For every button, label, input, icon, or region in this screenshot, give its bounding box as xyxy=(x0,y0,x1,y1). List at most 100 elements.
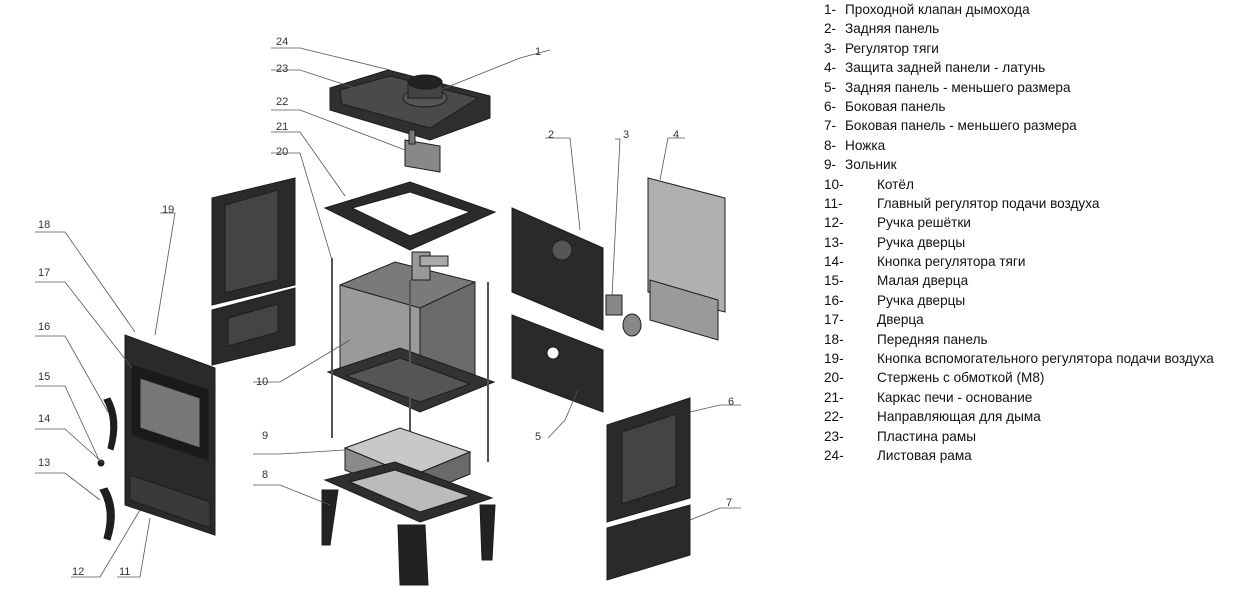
callout-8: 8 xyxy=(262,469,268,481)
legend-text: Кнопка вспомогательного регулятора подач… xyxy=(877,351,1214,367)
legend-item: 19-Кнопка вспомогательного регулятора по… xyxy=(824,349,1245,368)
legend-number: 4- xyxy=(824,60,837,76)
legend-text: Боковая панель - меньшего размера xyxy=(845,118,1077,134)
legend-number: 3- xyxy=(824,40,837,56)
legend-text: Ручка дверцы xyxy=(877,234,966,250)
legend-number: 15- xyxy=(824,273,844,289)
legend-item: 11- Главный регулятор подачи воздуха xyxy=(824,194,1245,213)
legend-number: 7- xyxy=(824,118,837,134)
callout-2: 2 xyxy=(548,129,554,141)
legend-text: Малая дверца xyxy=(877,273,969,289)
legend-text: Кнопка регулятора тяги xyxy=(877,254,1026,270)
legend-item: 2- Задняя панель xyxy=(824,19,1245,38)
legend-item: 3- Регулятор тяги xyxy=(824,39,1245,58)
legend-text: Ручка дверцы xyxy=(877,292,966,308)
legend-number: 17- xyxy=(824,312,844,328)
callout-1: 1 xyxy=(535,46,541,58)
callout-24: 24 xyxy=(276,36,288,48)
legend-text: Котёл xyxy=(877,176,914,192)
base-with-legs xyxy=(321,461,496,586)
legend-text: Задняя панель xyxy=(845,21,940,37)
legend-text: Листовая рама xyxy=(877,447,972,463)
callout-12: 12 xyxy=(72,566,84,578)
callout-9: 9 xyxy=(262,430,268,442)
legend-number: 5- xyxy=(824,79,837,95)
legend-item: 15- Малая дверца xyxy=(824,271,1245,290)
legend-item: 22- Направляющая для дыма xyxy=(824,407,1245,426)
legend-text: Задняя панель - меньшего размера xyxy=(845,79,1071,95)
legend-number: 22- xyxy=(824,409,844,425)
legend-number: 10- xyxy=(824,176,844,192)
legend-number: 21- xyxy=(824,389,844,405)
callout-13: 13 xyxy=(38,457,50,469)
legend-number: 1- xyxy=(824,2,837,17)
callout-15: 15 xyxy=(38,371,50,383)
heat-shield xyxy=(647,177,726,341)
legend-item: 9-Зольник xyxy=(824,155,1245,174)
callout-20: 20 xyxy=(276,146,288,158)
draft-regulator xyxy=(605,294,642,337)
legend-text: Главный регулятор подачи воздуха xyxy=(877,195,1100,211)
flue-collar xyxy=(402,74,448,108)
legend-item: 8- Ножка xyxy=(824,136,1245,155)
callout-23: 23 xyxy=(276,63,288,75)
callout-17: 17 xyxy=(38,267,50,279)
legend-number: 20- xyxy=(824,370,844,386)
smoke-guide xyxy=(404,129,441,173)
legend-number: 12- xyxy=(824,215,844,231)
callout-labels: 1 2 3 4 5 6 7 8 9 10 11 12 13 14 15 16 1… xyxy=(38,36,734,578)
callout-7: 7 xyxy=(726,497,732,509)
legend-item: 20-Стержень с обмоткой (М8) xyxy=(824,368,1245,387)
legend-text: Ручка решётки xyxy=(877,215,971,231)
legend-item: 12- Ручка решётки xyxy=(824,213,1245,232)
callout-10: 10 xyxy=(256,376,268,388)
legend-number: 24- xyxy=(824,447,844,463)
door-handles xyxy=(97,397,118,541)
frame-ring xyxy=(323,181,497,251)
legend-text: Регулятор тяги xyxy=(845,40,939,56)
legend-item: 6- Боковая панель xyxy=(824,97,1245,116)
legend-text: Ножка xyxy=(845,137,886,153)
legend-number: 2- xyxy=(824,21,837,37)
callout-14: 14 xyxy=(38,413,50,425)
legend-number: 11- xyxy=(824,195,843,211)
legend-item: 7- Боковая панель - меньшего размера xyxy=(824,116,1245,135)
callout-5: 5 xyxy=(535,431,541,443)
legend-number: 6- xyxy=(824,98,837,114)
legend-text: Боковая панель xyxy=(845,98,946,114)
callout-3: 3 xyxy=(623,129,629,141)
legend-number: 23- xyxy=(824,428,844,444)
side-panel-left xyxy=(211,177,296,366)
side-panel-right xyxy=(606,397,691,581)
callout-6: 6 xyxy=(728,396,734,408)
exploded-stove-diagram: 1 2 3 4 5 6 7 8 9 10 11 12 13 14 15 16 1… xyxy=(35,36,741,586)
legend-item: 16-Ручка дверцы xyxy=(824,291,1245,310)
legend-item: 18- Передняя панель xyxy=(824,330,1245,349)
legend-item: 1- Проходной клапан дымохода xyxy=(824,0,1245,19)
legend-text: Проходной клапан дымохода xyxy=(845,2,1030,17)
legend-item: 4-Защита задней панели - латунь xyxy=(824,58,1245,77)
legend-item: 5- Задняя панель - меньшего размера xyxy=(824,78,1245,97)
legend-text: Передняя панель xyxy=(877,331,988,347)
legend-item: 23-Пластина рамы xyxy=(824,427,1245,446)
parts-legend: 1- Проходной клапан дымохода 2- Задняя пан… xyxy=(824,0,1245,465)
legend-text: Дверца xyxy=(877,312,924,328)
legend-item: 21- Каркас печи - основание xyxy=(824,388,1245,407)
legend-number: 18- xyxy=(824,331,844,347)
legend-item: 13- Ручка дверцы xyxy=(824,233,1245,252)
callout-16: 16 xyxy=(38,321,50,333)
legend-text: Каркас печи - основание xyxy=(877,389,1033,405)
legend-item: 14- Кнопка регулятора тяги xyxy=(824,252,1245,271)
legend-item: 24- Листовая рама xyxy=(824,446,1245,465)
legend-number: 13- xyxy=(824,234,844,250)
legend-text: Направляющая для дыма xyxy=(877,409,1041,425)
callout-11: 11 xyxy=(119,566,130,578)
legend-text: Зольник xyxy=(845,157,897,173)
legend-number: 14- xyxy=(824,254,844,270)
back-panel xyxy=(511,207,604,413)
callout-4: 4 xyxy=(673,129,679,141)
front-panel xyxy=(124,334,216,536)
callout-22: 22 xyxy=(276,96,288,108)
legend-number: 8- xyxy=(824,137,837,153)
legend-item: 10- Котёл xyxy=(824,175,1245,194)
